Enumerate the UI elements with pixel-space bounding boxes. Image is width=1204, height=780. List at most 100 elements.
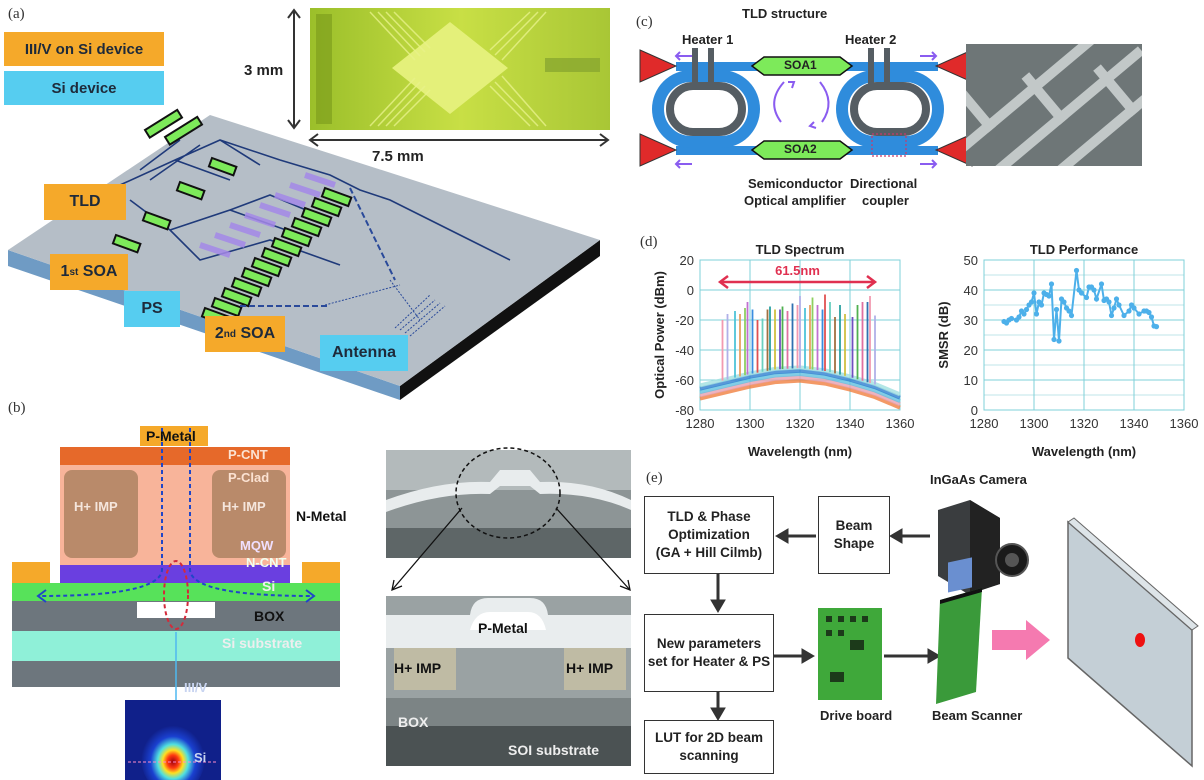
smsr-point [1073, 267, 1080, 274]
mode-label-iii-v: III/V [184, 680, 208, 695]
box-lut-line2: scanning [679, 748, 739, 763]
soa-array [111, 108, 353, 328]
smsr-point [1126, 308, 1132, 314]
smsr-point [1136, 311, 1142, 317]
current-arrow-left [36, 589, 47, 603]
smsr-point [1046, 293, 1052, 299]
si-gap [137, 602, 215, 618]
y-tick-label: 20 [964, 343, 978, 358]
sem-label-p-metal: P-Metal [478, 620, 528, 636]
heater2-label: Heater 2 [845, 32, 897, 47]
label-h-imp-right: H+ IMP [222, 499, 266, 514]
drive-board-label: Drive board [820, 708, 893, 723]
legend-si-device: Si device [4, 71, 164, 105]
smsr-point [1016, 314, 1022, 320]
tld-structure-diagram [639, 48, 973, 169]
smsr-point [1023, 306, 1030, 313]
smsr-point [1008, 315, 1015, 322]
label-p-cnt: P-CNT [228, 447, 268, 462]
p-cnt-layer [60, 447, 290, 465]
x-tick-label: 1320 [1070, 416, 1099, 431]
smsr-point [1111, 305, 1117, 311]
sem-label-h-imp-right: H+ IMP [566, 660, 614, 676]
horizontal-dimension-arrow [308, 133, 610, 147]
callout-1st-suffix: st [69, 266, 79, 278]
projection-screen [1067, 517, 1199, 768]
smsr-point [1066, 308, 1072, 314]
soa-caption-2: Optical amplifier [744, 193, 846, 208]
h-imp-left [64, 470, 138, 558]
box-opt-line3: (GA + Hill Cilmb) [655, 545, 763, 560]
camera-label: InGaAs Camera [930, 472, 1027, 487]
tld-structure-title: TLD structure [742, 6, 828, 21]
span-arrow-head-left [717, 275, 729, 289]
x-tick-label: 1340 [1120, 416, 1149, 431]
ring-left [652, 70, 760, 148]
box-opt-line1: TLD & Phase [667, 509, 751, 524]
soa1-label: SOA1 [784, 58, 817, 72]
callout-1st-soa-text: SOA [78, 263, 118, 280]
panel-d-label: (d) [640, 234, 658, 250]
x-axis-label: Wavelength (nm) [748, 444, 852, 459]
smsr-point [1031, 290, 1037, 296]
y-tick-label: 30 [964, 313, 978, 328]
smsr-point [1093, 296, 1100, 302]
callout-tld: TLD [44, 184, 126, 220]
smsr-point [1116, 302, 1122, 308]
legend-iii-v-text: III/V on Si device [24, 40, 144, 58]
n-metal-left [12, 562, 50, 584]
span-annotation: 61.5nm [775, 263, 820, 278]
label-h-imp-left: H+ IMP [74, 499, 118, 514]
smsr-point [1051, 336, 1057, 343]
tld-sem-photo [966, 44, 1142, 166]
callout-1st-number: 1 [60, 263, 70, 280]
chart-title: TLD Performance [1030, 242, 1138, 257]
heater1-label: Heater 1 [682, 32, 734, 47]
noise-floor-band [699, 371, 901, 403]
smsr-point [1121, 312, 1127, 319]
beam-scanner-label: Beam Scanner [932, 708, 1023, 723]
box-beam-line1: Beam [835, 518, 873, 533]
current-arrow-right [305, 589, 316, 603]
x-axis-label: Wavelength (nm) [1032, 444, 1136, 459]
y-axis-label: SMSR (dB) [936, 301, 951, 368]
span-arrow-head-right [866, 275, 878, 289]
smsr-point [1033, 311, 1040, 317]
drive-board-icon [818, 608, 882, 700]
antenna-array [240, 187, 446, 337]
x-tick-label: 1300 [1020, 416, 1049, 431]
mode-overlap-ellipse [163, 560, 189, 630]
y-tick-label: 40 [964, 283, 978, 298]
soa1-shape [750, 56, 854, 76]
box-opt-line2: Optimization [668, 527, 750, 542]
box-beam-line2: Shape [833, 536, 875, 551]
smsr-point [1148, 314, 1155, 320]
label-box: BOX [254, 608, 285, 624]
noise-floor-band [699, 378, 901, 410]
beam-spot [1135, 633, 1145, 647]
x-tick-label: 1360 [886, 416, 915, 431]
beam-scanner-icon [936, 557, 982, 704]
y-axis-label: Optical Power (dBm) [652, 271, 667, 399]
vertical-dimension-arrow [287, 8, 301, 130]
legend-iii-v-on-si: III/V on Si device [4, 32, 164, 66]
h-imp-right [212, 470, 286, 558]
smsr-point [1038, 302, 1045, 308]
smsr-point [1056, 338, 1062, 344]
phase-shifters [199, 172, 336, 258]
label-mqw: MQW [240, 538, 274, 553]
smsr-point [1131, 305, 1137, 311]
y-tick-label: -60 [675, 373, 694, 388]
label-n-cnt: N-CNT [246, 555, 287, 570]
sem-images [386, 447, 631, 766]
smsr-point [1068, 312, 1075, 319]
label-si-substrate: Si substrate [222, 635, 303, 651]
callout-2nd-suffix: nd [223, 328, 236, 340]
smsr-point [1028, 299, 1035, 305]
